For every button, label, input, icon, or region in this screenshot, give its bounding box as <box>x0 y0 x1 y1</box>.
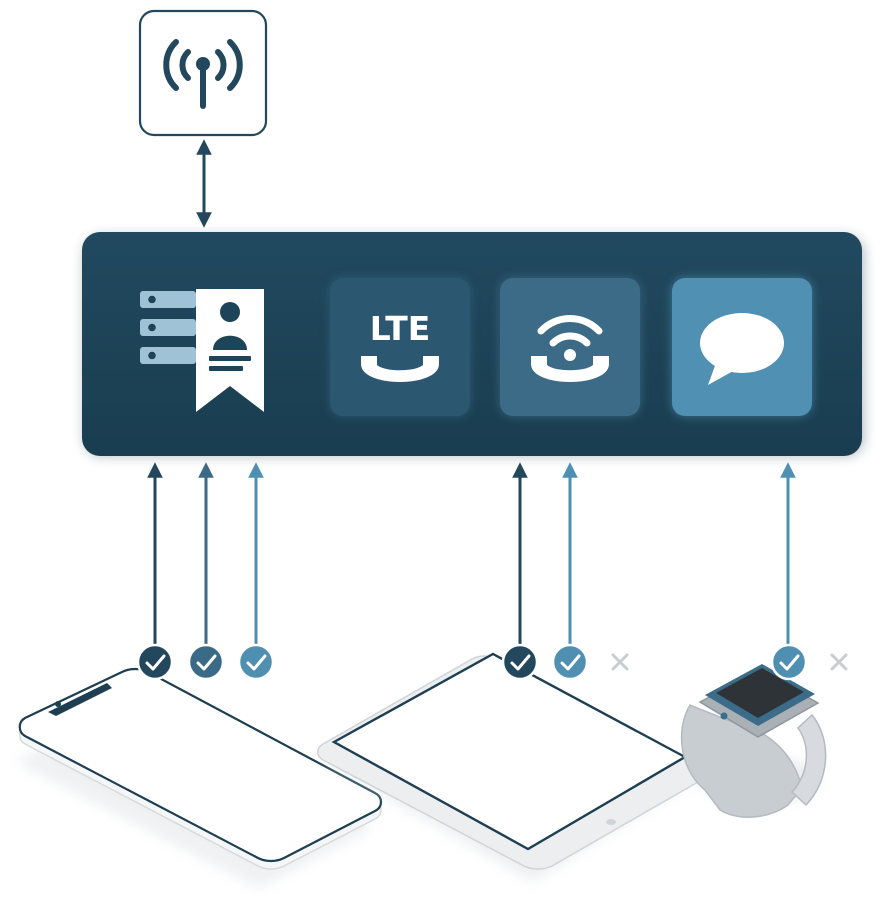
messaging-tile <box>672 278 812 416</box>
check-icon <box>136 643 174 681</box>
smartwatch-icon <box>680 664 827 818</box>
lte-calling-tile: LTE <box>330 278 470 416</box>
support-markers <box>136 643 848 681</box>
antenna-node <box>138 9 268 137</box>
connection-arrows <box>147 462 796 645</box>
subscriber-database-icon <box>140 289 264 412</box>
check-icon <box>187 643 225 681</box>
network-hub: LTE <box>82 232 864 456</box>
wifi-calling-tile <box>500 278 640 416</box>
lte-phone-icon: LTE <box>361 309 439 382</box>
message-bubble-icon <box>700 313 784 385</box>
lte-label: LTE <box>370 309 431 348</box>
tablet-icon <box>317 652 704 882</box>
antenna-signal-icon <box>163 39 243 109</box>
smartphone-icon <box>16 667 383 888</box>
wifi-phone-icon <box>531 315 609 382</box>
check-icon <box>237 643 275 681</box>
cross-icon <box>830 653 848 671</box>
check-icon <box>501 643 539 681</box>
cross-icon <box>611 653 629 671</box>
check-icon <box>770 643 808 681</box>
check-icon <box>551 643 589 681</box>
